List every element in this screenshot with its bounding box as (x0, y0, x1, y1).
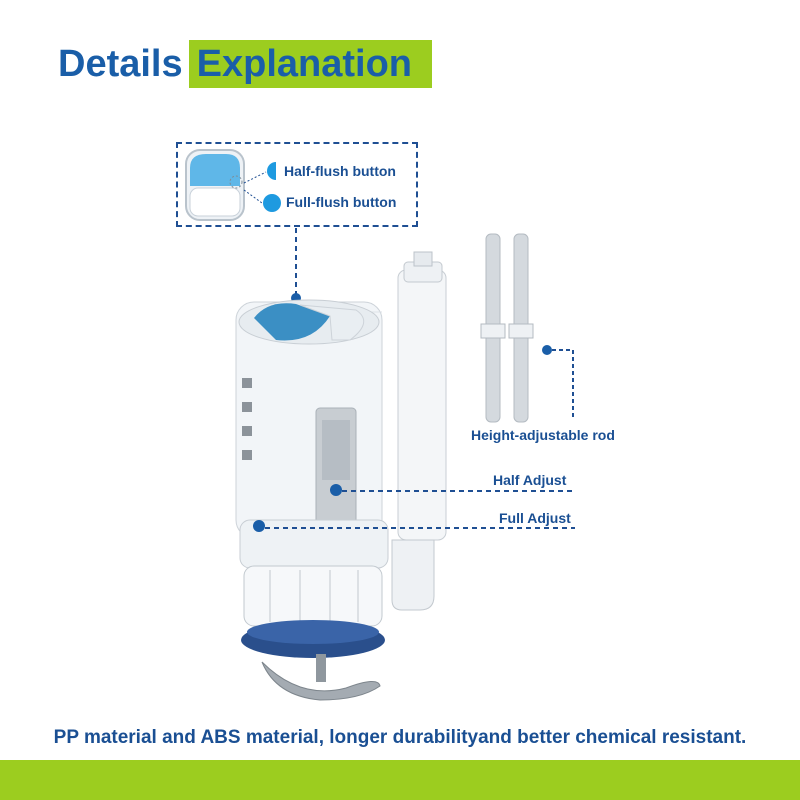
title-explanation: Explanation (188, 40, 432, 88)
full-flush-label: Full-flush button (286, 194, 397, 210)
button-detail-inset (176, 142, 418, 227)
half-adjust-label: Half Adjust (493, 472, 567, 488)
full-adjust-label: Full Adjust (499, 510, 571, 526)
adjustable-rods (480, 233, 534, 423)
full-circle-icon (263, 194, 281, 212)
half-flush-label: Half-flush button (284, 163, 396, 179)
half-circle-icon (267, 162, 276, 180)
height-adjustable-rod-label: Height-adjustable rod (471, 427, 615, 443)
button-top-inset-image (185, 149, 245, 221)
footer-bar (0, 760, 800, 800)
footer-description: PP material and ABS material, longer dur… (53, 727, 747, 748)
overflow-pipe (391, 251, 447, 611)
page-title: Details Explanation (58, 40, 432, 88)
title-details: Details (58, 43, 183, 85)
flush-valve-body (235, 299, 389, 701)
